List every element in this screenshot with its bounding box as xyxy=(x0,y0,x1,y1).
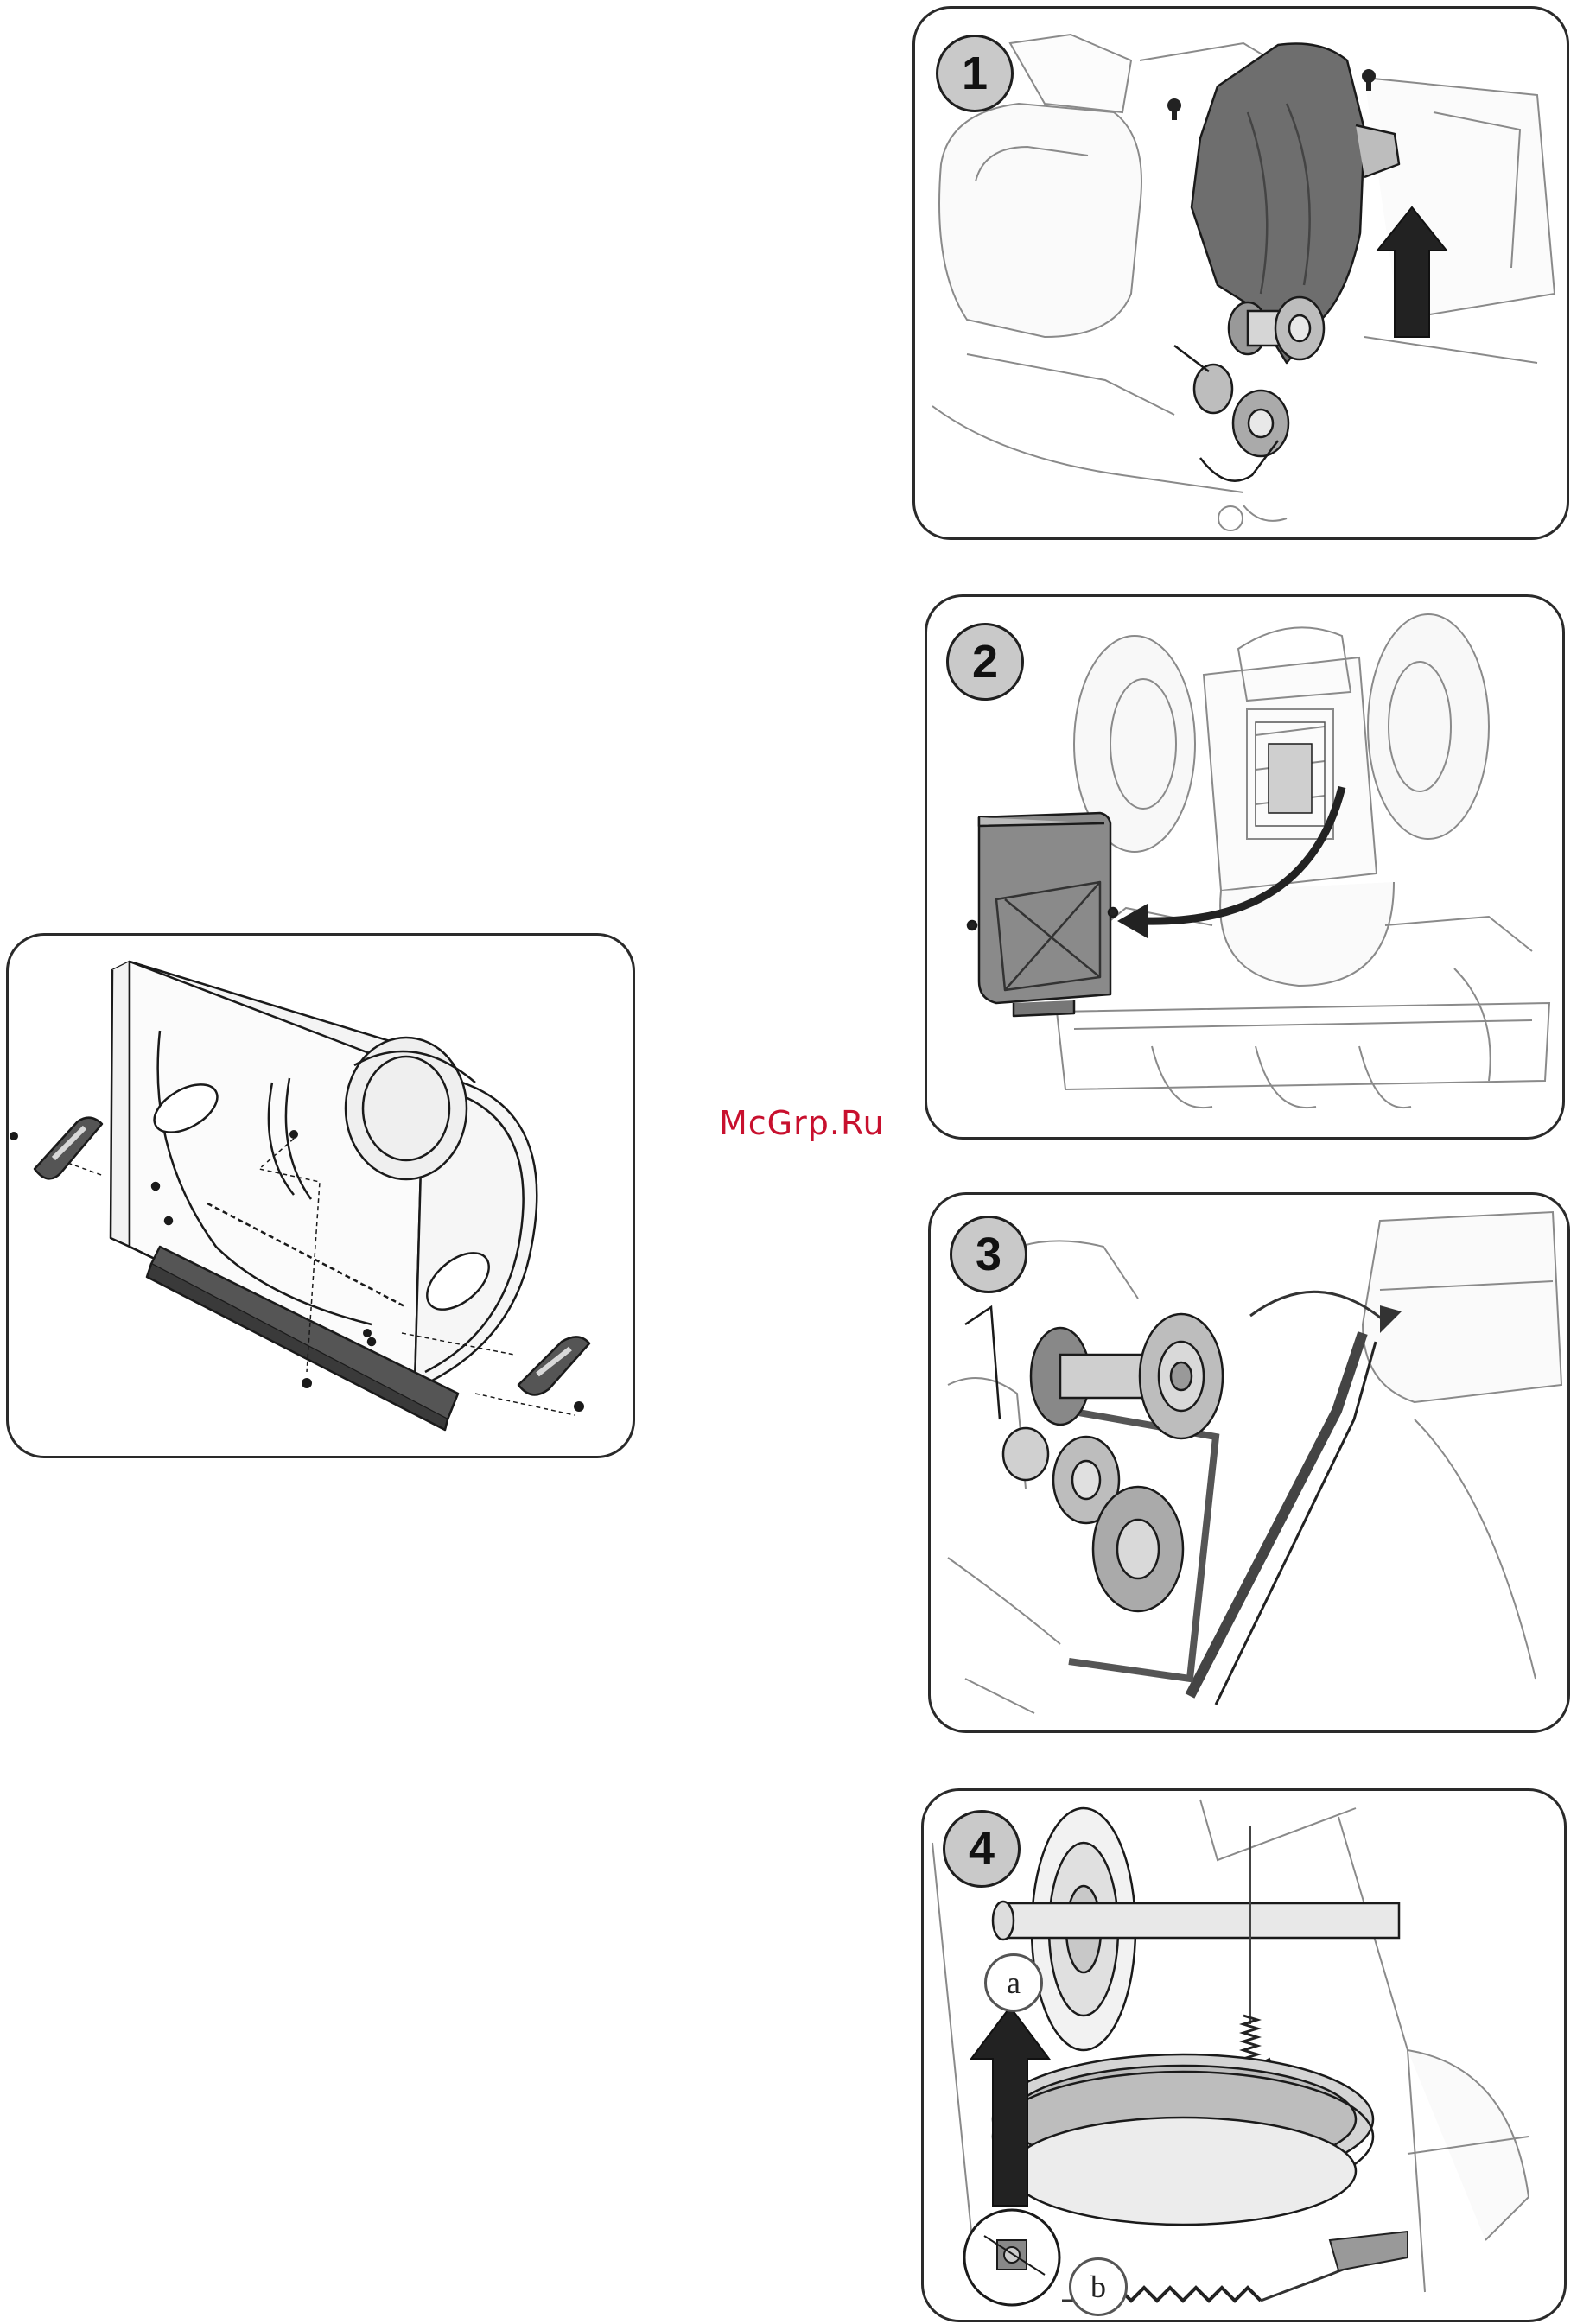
auger-housing-drawing xyxy=(9,936,633,1456)
step-number-badge: 2 xyxy=(946,623,1024,701)
step-number-badge: 4 xyxy=(943,1810,1021,1888)
step-1-belt-cover-drawing xyxy=(915,9,1567,537)
step-4-idler-drawing xyxy=(924,1791,1564,2320)
callout-b: b xyxy=(1069,2257,1128,2316)
step-number-badge: 3 xyxy=(950,1216,1027,1293)
step-2-panel: 2 xyxy=(925,594,1565,1140)
step-3-panel: 3 xyxy=(928,1192,1570,1733)
callout-a: a xyxy=(984,1953,1043,2012)
watermark-text: McGrp.Ru xyxy=(719,1104,885,1142)
step-3-belt-drawing xyxy=(931,1195,1567,1730)
auger-housing-illustration xyxy=(6,933,635,1458)
step-1-panel: 1 xyxy=(912,6,1569,540)
step-4-panel: 4 a b xyxy=(921,1788,1567,2322)
step-number-badge: 1 xyxy=(936,35,1014,112)
step-2-remove-cover-drawing xyxy=(927,597,1562,1137)
